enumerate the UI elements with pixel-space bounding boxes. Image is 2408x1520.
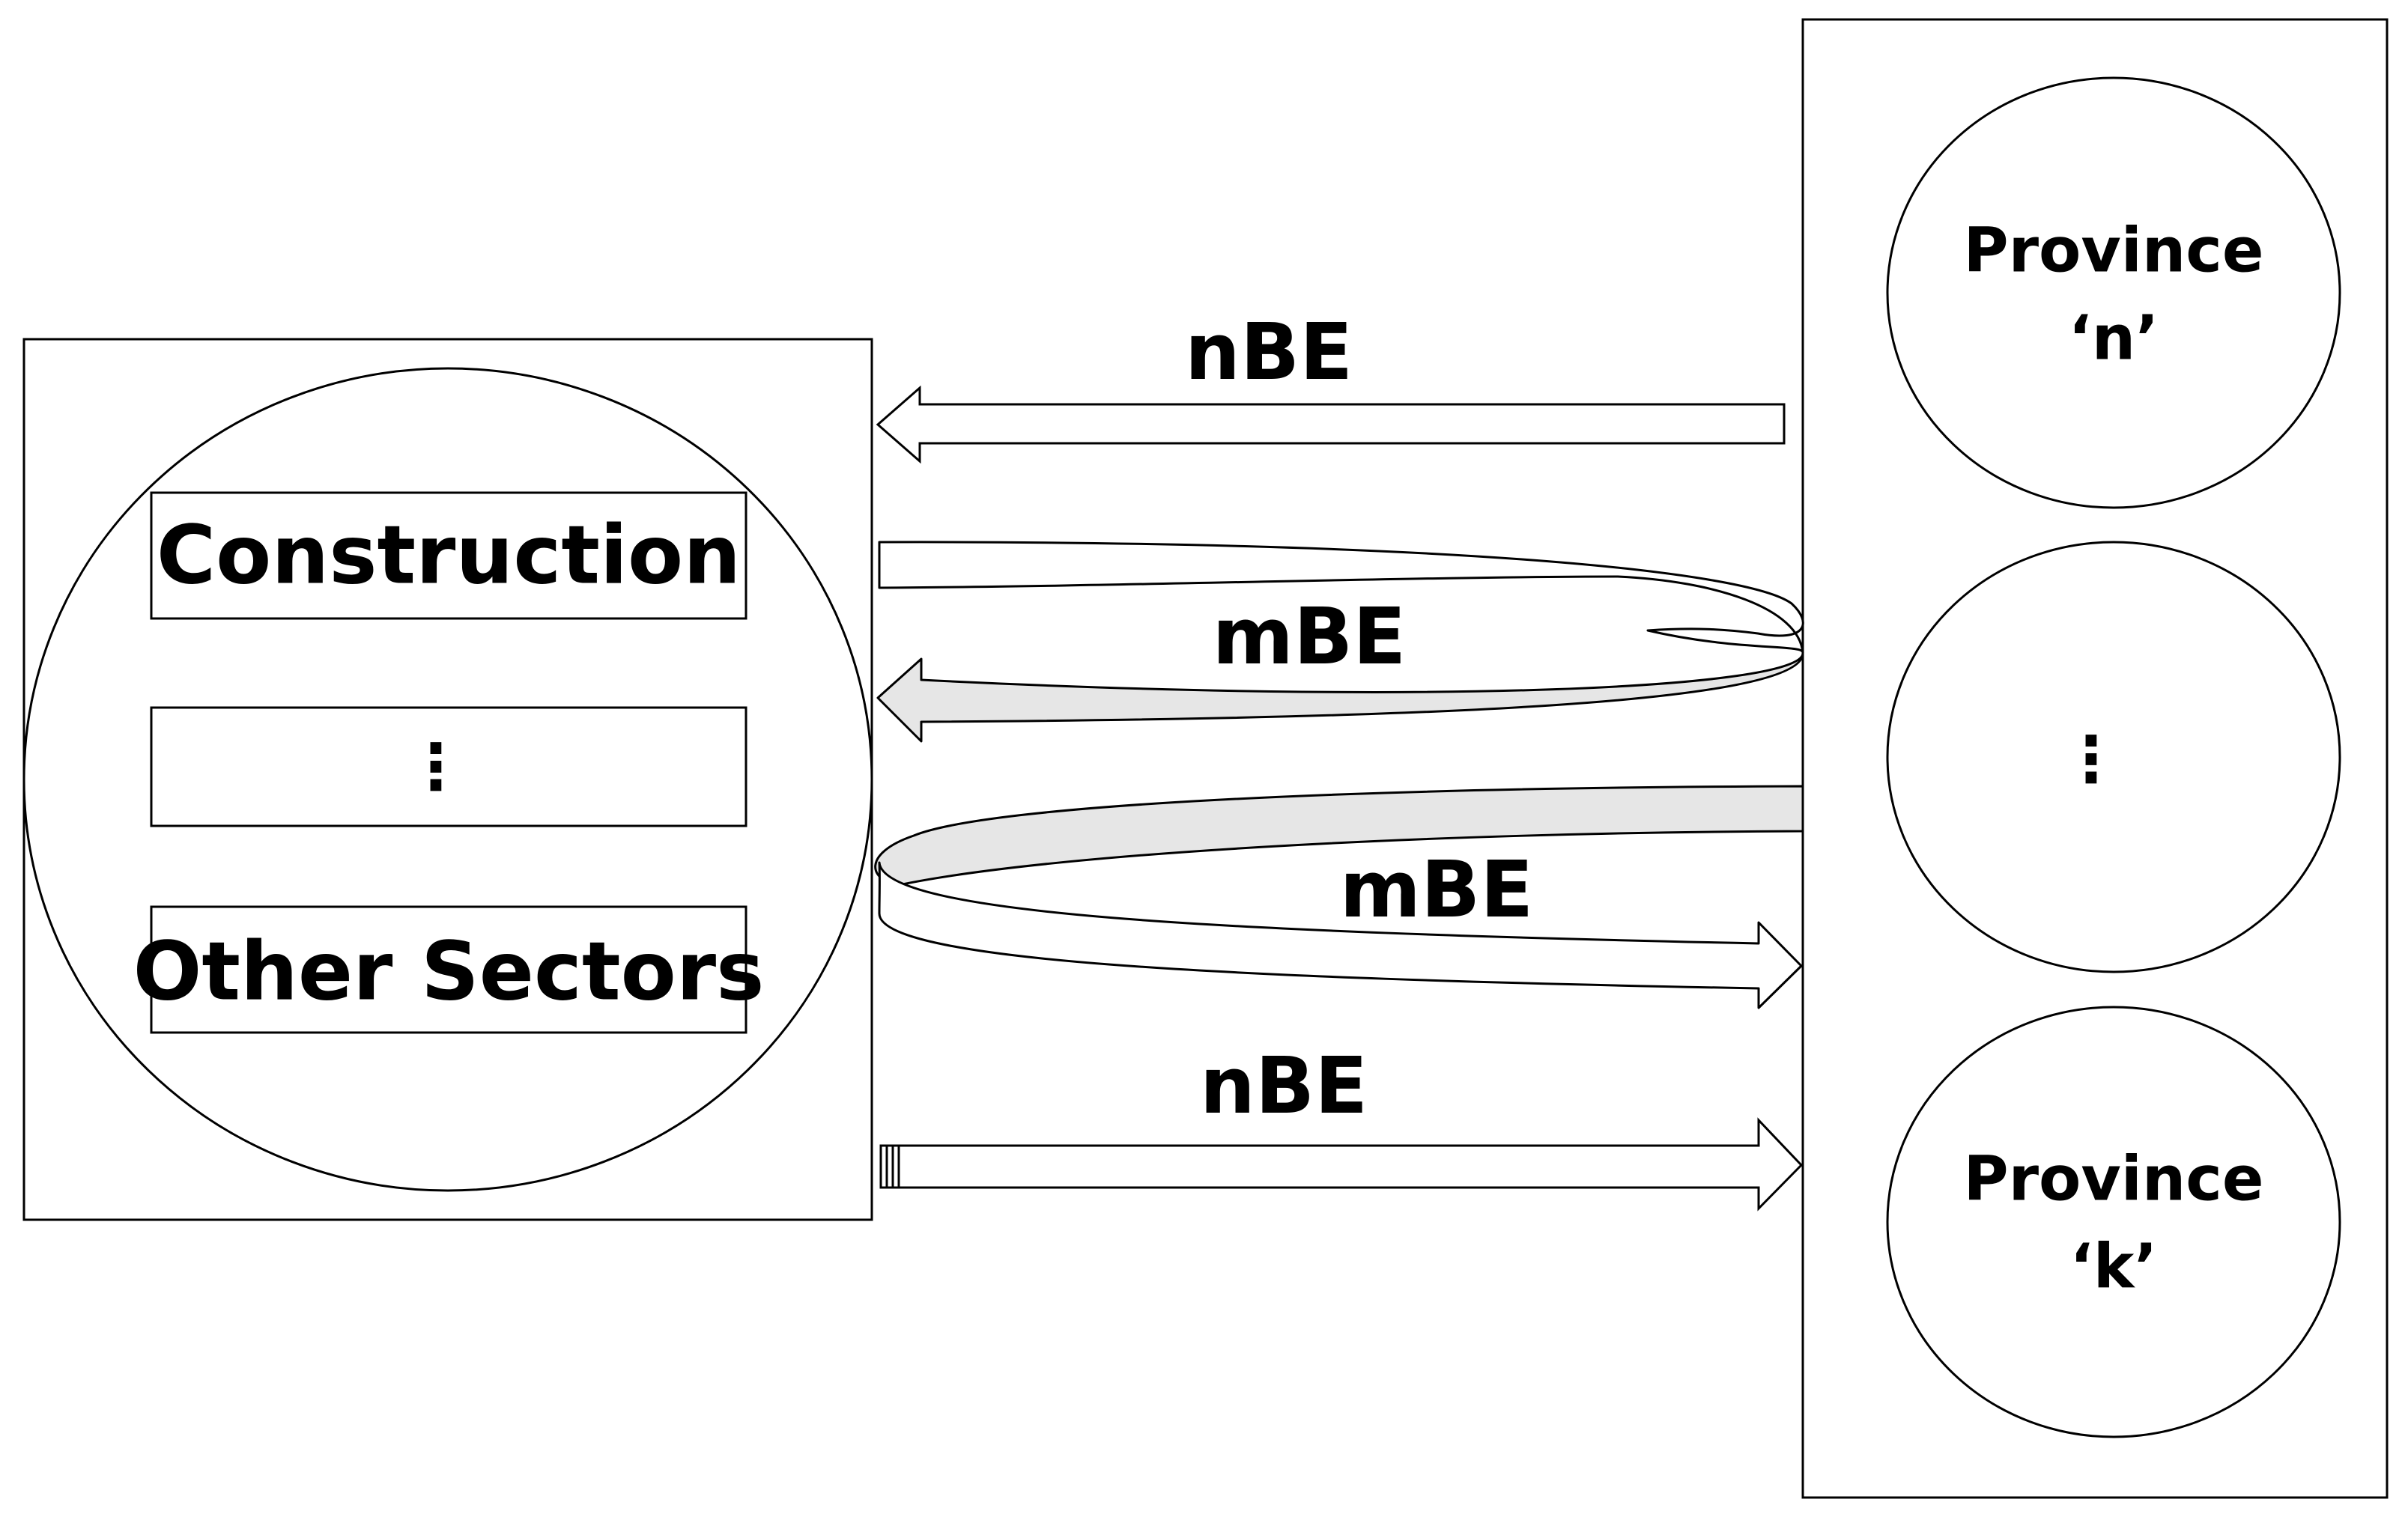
- mbe-ribbon-lower-origin: [874, 785, 1804, 887]
- sector-box-other-sectors: [150, 905, 747, 1034]
- nbe-label-bottom: nBE: [1200, 1040, 1368, 1131]
- mbe-ribbon-upper-outgoing: [878, 541, 1804, 654]
- sector-label-construction: Construction: [157, 509, 741, 603]
- mbe-ribbon-upper-return: [876, 651, 1804, 743]
- mbe-label-upper: mBE: [1213, 591, 1407, 682]
- sector-ellipsis: ⋮: [404, 730, 467, 803]
- province-circle-n: [1886, 76, 2341, 509]
- sector-box-construction: [150, 491, 747, 620]
- mbe-ribbon-lower-outgoing: [878, 861, 1803, 1009]
- province-k-label-line2: ‘k’: [2070, 1232, 2158, 1303]
- nbe-arrow-bottom: [879, 1117, 1804, 1212]
- province-circle-k: [1886, 1006, 2341, 1438]
- mbe-label-upper-background: [1217, 603, 1442, 669]
- sector-label-other-sectors: Other Sectors: [133, 925, 765, 1019]
- nbe-label-top: nBE: [1185, 306, 1353, 398]
- sector-box-ellipsis: [150, 706, 747, 827]
- province-circle-ellipsis: [1886, 541, 2341, 973]
- province-k-label-line1: Province: [1963, 1144, 2263, 1215]
- mbe-label-lower: mBE: [1340, 844, 1534, 935]
- province-n-label-line1: Province: [1963, 216, 2263, 287]
- province-ellipsis: ⋮: [2060, 723, 2123, 796]
- nbe-arrow-top: [876, 385, 1786, 464]
- province-n-label-line2: ‘n’: [2069, 303, 2159, 374]
